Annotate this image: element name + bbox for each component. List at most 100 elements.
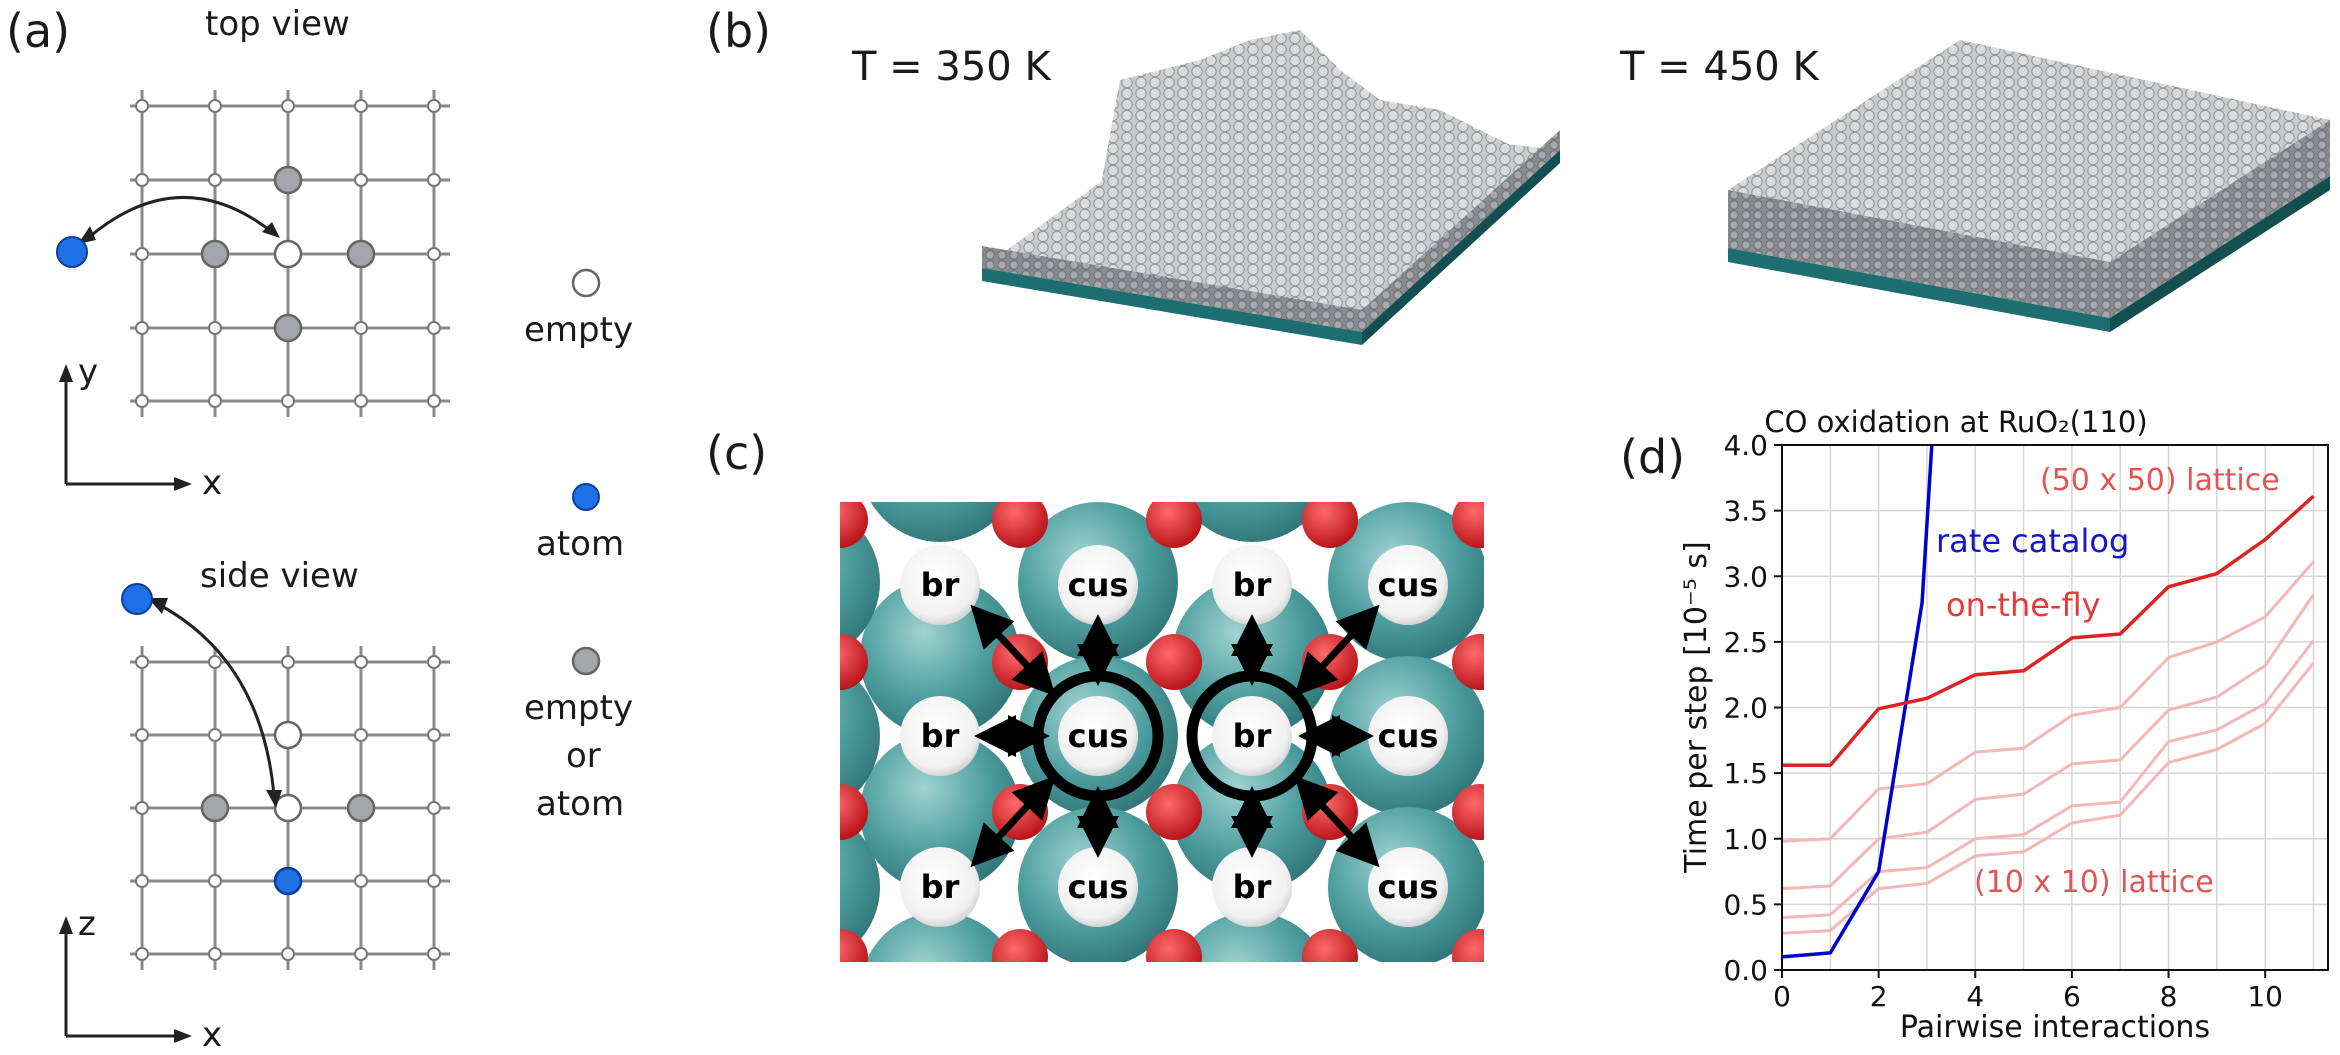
y-tick-label: 2.0 bbox=[1723, 692, 1768, 725]
ru-atom bbox=[840, 666, 880, 806]
side-view-neighbor-site bbox=[200, 793, 230, 823]
br-site-label: br bbox=[921, 717, 960, 755]
x-tick-label: 4 bbox=[1966, 980, 1984, 1013]
x-tick-label: 2 bbox=[1870, 980, 1888, 1013]
cus-site-label: cus bbox=[1378, 717, 1439, 755]
series-line-lattice-size bbox=[1781, 639, 2315, 919]
x-axis-arrowhead-side bbox=[174, 1029, 192, 1043]
side-view-lattice-node bbox=[427, 801, 441, 815]
ru-atom bbox=[840, 512, 880, 652]
x-tick-label: 8 bbox=[2160, 980, 2178, 1013]
cus-site-atom bbox=[1368, 696, 1448, 776]
side-view-lattice bbox=[59, 583, 450, 1043]
o-atom bbox=[1452, 784, 1484, 840]
x-tick-label: 10 bbox=[2247, 980, 2283, 1013]
series-line-on-the-fly bbox=[1782, 494, 2315, 768]
side-view-lattice-node bbox=[427, 947, 441, 961]
ru-atom bbox=[1177, 912, 1327, 962]
axis-z-label: z bbox=[78, 904, 96, 944]
ru-atom bbox=[865, 912, 1015, 962]
legend-atom-label: atom bbox=[536, 524, 625, 564]
moving-atom-side bbox=[121, 583, 153, 615]
side-view-lattice-node bbox=[208, 947, 222, 961]
top-view-lattice-node bbox=[281, 394, 295, 408]
z-axis-arrowhead bbox=[59, 916, 73, 934]
o-atom bbox=[840, 929, 868, 962]
br-site-label: br bbox=[921, 566, 960, 604]
side-view-lattice-node bbox=[208, 874, 222, 888]
side-view-lattice-node bbox=[135, 874, 149, 888]
side-view-lattice-node bbox=[281, 947, 295, 961]
top-view-lattice bbox=[56, 90, 450, 491]
cus-site-atom bbox=[1058, 545, 1138, 625]
cus-site-label: cus bbox=[1378, 566, 1439, 604]
side-view-empty-site bbox=[273, 720, 303, 750]
top-view-target-empty-site bbox=[273, 239, 303, 269]
side-view-lattice-node bbox=[427, 655, 441, 669]
top-view-lattice-node bbox=[208, 394, 222, 408]
cus-site-atom bbox=[1368, 847, 1448, 927]
annotation-small-lattice: (10 x 10) lattice bbox=[1974, 865, 2214, 900]
o-atom bbox=[992, 502, 1048, 548]
side-view-lattice-node bbox=[354, 728, 368, 742]
o-atom bbox=[840, 502, 868, 548]
side-view-lattice-node bbox=[427, 874, 441, 888]
cus-site-label: cus bbox=[1378, 868, 1439, 906]
br-site-atom bbox=[900, 545, 980, 625]
neighbor-arrow bbox=[970, 604, 1056, 697]
legend-either-line1: empty bbox=[524, 688, 634, 728]
o-atom bbox=[1146, 784, 1202, 840]
top-view-lattice-node bbox=[135, 247, 149, 261]
y-tick-label: 4.0 bbox=[1723, 429, 1768, 462]
y-tick-label: 0.0 bbox=[1723, 954, 1768, 987]
top-view-lattice-node bbox=[354, 173, 368, 187]
legend-atom-symbol bbox=[572, 483, 600, 511]
br-site-label: br bbox=[1233, 566, 1272, 604]
top-view-lattice-node bbox=[135, 99, 149, 113]
panel-c-label: (c) bbox=[706, 426, 768, 480]
top-view-lattice-node bbox=[427, 99, 441, 113]
side-view-lattice-node bbox=[354, 947, 368, 961]
br-site-label: br bbox=[1233, 717, 1272, 755]
side-view-lattice-node bbox=[135, 655, 149, 669]
annotation-big-lattice: (50 x 50) lattice bbox=[2040, 463, 2280, 498]
series-line-lattice-size bbox=[1781, 661, 2315, 935]
side-view-lattice-node bbox=[281, 655, 295, 669]
o-atom bbox=[840, 634, 868, 690]
top-view-lattice-node bbox=[427, 173, 441, 187]
hop-arrowhead-up bbox=[148, 598, 168, 614]
top-view-lattice-node bbox=[208, 173, 222, 187]
series-line-rate-catalog bbox=[1781, 444, 1934, 959]
o-atom bbox=[1302, 929, 1358, 962]
legend-empty-symbol bbox=[571, 268, 601, 298]
hop-arrowhead-right bbox=[262, 222, 280, 238]
o-atom bbox=[1146, 634, 1202, 690]
br-site-atom bbox=[900, 696, 980, 776]
top-view-neighbor-site bbox=[346, 239, 376, 269]
top-view-lattice-node bbox=[208, 99, 222, 113]
annotation-rate-catalog: rate catalog bbox=[1936, 522, 2129, 560]
br-site-atom bbox=[1212, 847, 1292, 927]
slab-450K bbox=[1728, 40, 2330, 332]
side-view-target-empty-site bbox=[273, 793, 303, 823]
y-axis-arrowhead bbox=[59, 364, 73, 382]
top-view-lattice-node bbox=[354, 99, 368, 113]
x-axis-arrowhead-top bbox=[174, 477, 192, 491]
side-view-lattice-node bbox=[427, 728, 441, 742]
o-atom bbox=[840, 784, 868, 840]
top-view-lattice-node bbox=[135, 321, 149, 335]
top-view-neighbor-site bbox=[200, 239, 230, 269]
br-site-label: br bbox=[921, 868, 960, 906]
o-atom bbox=[1452, 929, 1484, 962]
top-view-lattice-node bbox=[135, 394, 149, 408]
side-view-title: side view bbox=[200, 556, 359, 596]
slab-350K bbox=[982, 30, 1560, 345]
hop-arrowhead-down bbox=[266, 790, 282, 808]
chart-title: CO oxidation at RuO₂(110) bbox=[1764, 405, 2147, 439]
annotation-on-the-fly: on-the-fly bbox=[1946, 586, 2101, 624]
br-site-atom bbox=[900, 847, 980, 927]
top-view-lattice-node bbox=[427, 394, 441, 408]
y-tick-label: 3.0 bbox=[1723, 560, 1768, 593]
panel-b-label: (b) bbox=[706, 4, 772, 58]
